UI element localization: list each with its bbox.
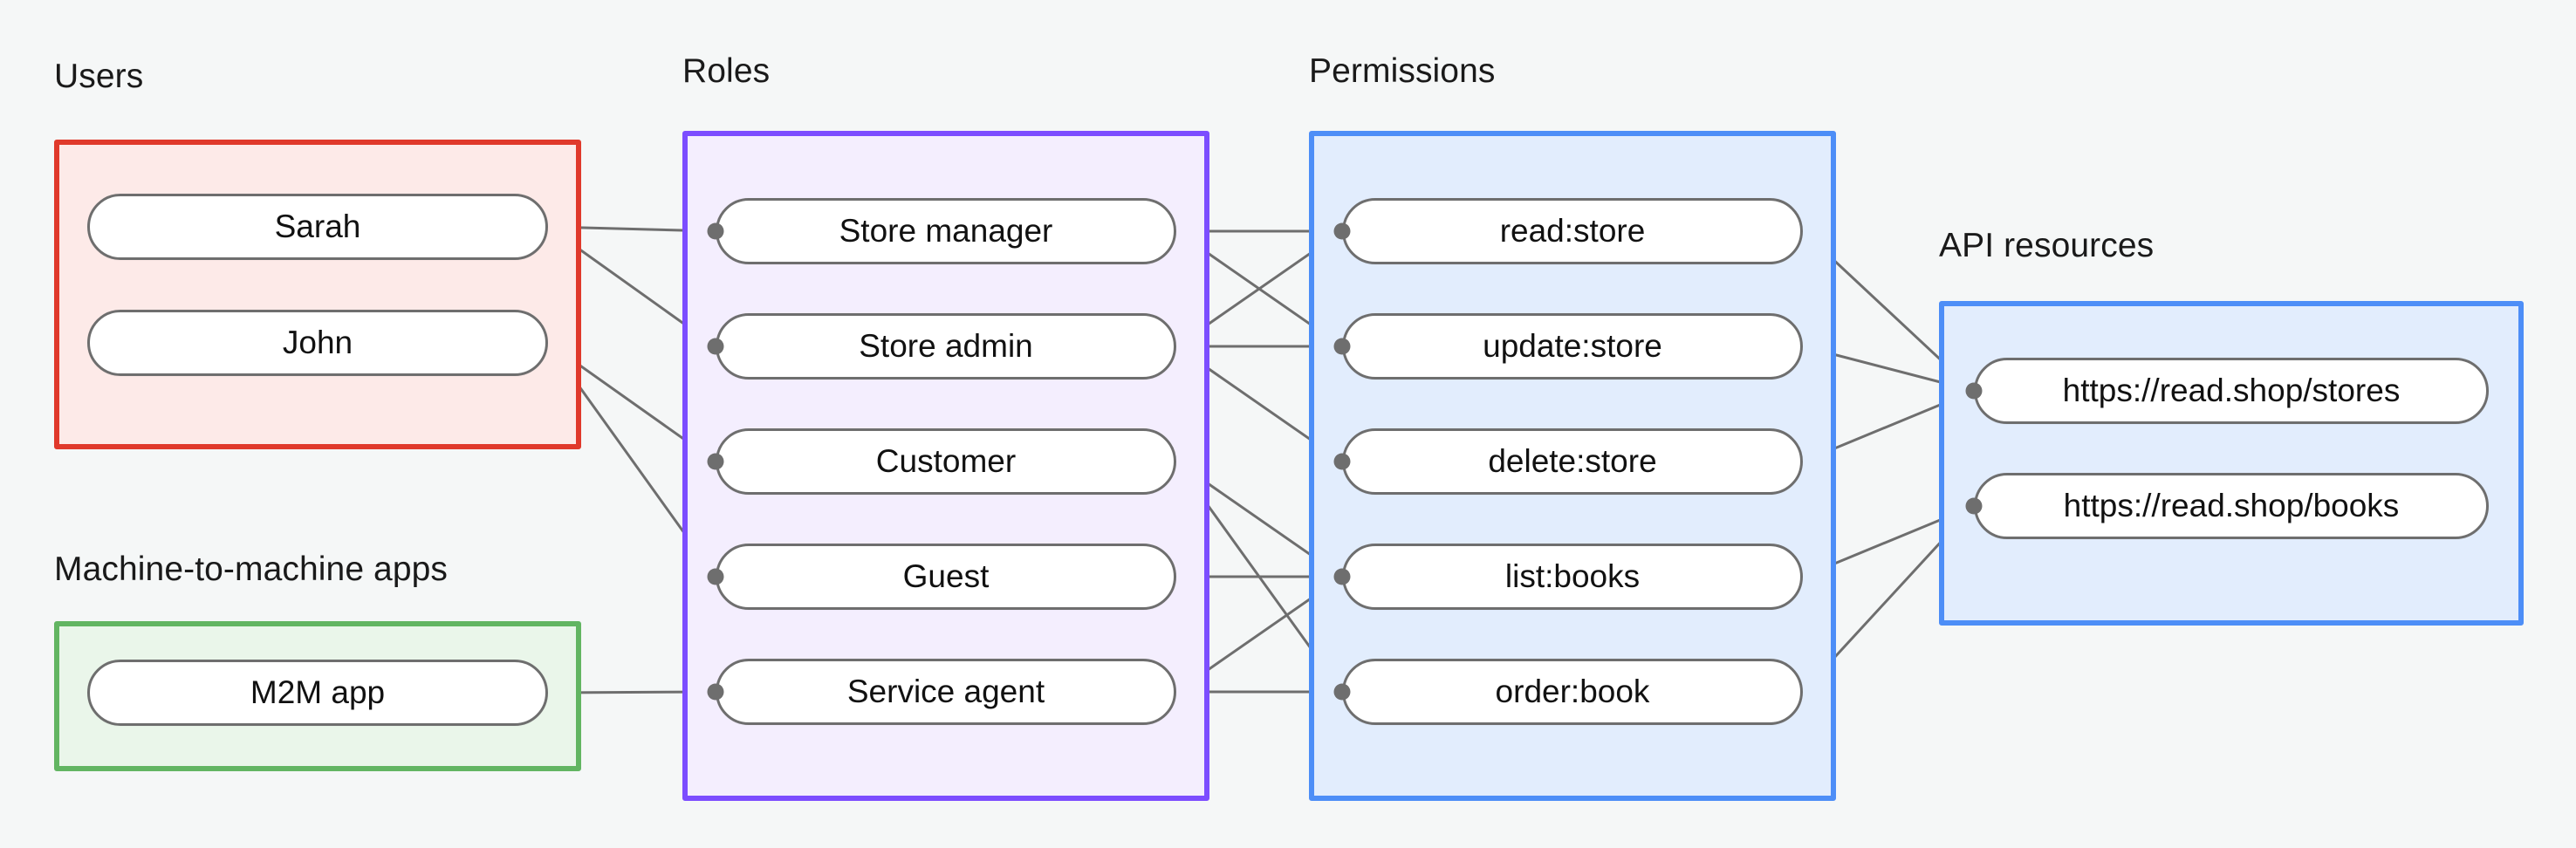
edge-port-dot: [1965, 497, 1983, 515]
node-role-service-agent[interactable]: Service agent: [716, 659, 1176, 725]
node-role-customer[interactable]: Customer: [716, 428, 1176, 495]
edge-port-dot: [707, 683, 724, 701]
group-container-api-resources: [1939, 301, 2524, 626]
edge-port-dot: [707, 338, 724, 355]
group-container-users: [54, 140, 581, 449]
group-label-machine-to-machine-apps: Machine-to-machine apps: [54, 551, 449, 588]
edge-port-dot: [707, 453, 724, 470]
edge-port-dot: [1333, 453, 1351, 470]
edge-port-dot: [1965, 382, 1983, 400]
edge-port-dot: [1333, 568, 1351, 585]
node-permission-order-book[interactable]: order:book: [1342, 659, 1803, 725]
node-role-guest[interactable]: Guest: [716, 544, 1176, 610]
edge-port-dot: [1333, 683, 1351, 701]
node-role-store-admin[interactable]: Store admin: [716, 313, 1176, 380]
node-user-john[interactable]: John: [87, 310, 548, 376]
node-user-sarah[interactable]: Sarah: [87, 194, 548, 260]
node-permission-delete-store[interactable]: delete:store: [1342, 428, 1803, 495]
group-label-users: Users: [54, 58, 144, 95]
group-label-roles: Roles: [682, 52, 771, 90]
node-role-store-manager[interactable]: Store manager: [716, 198, 1176, 264]
node-api-resource-stores[interactable]: https://read.shop/stores: [1974, 358, 2489, 424]
node-api-resource-books[interactable]: https://read.shop/books: [1974, 473, 2489, 539]
node-permission-update-store[interactable]: update:store: [1342, 313, 1803, 380]
node-permission-read-store[interactable]: read:store: [1342, 198, 1803, 264]
group-label-api-resources: API resources: [1939, 227, 2155, 264]
edge-port-dot: [707, 568, 724, 585]
edge-port-dot: [1333, 222, 1351, 240]
node-m2m-app[interactable]: M2M app: [87, 660, 548, 726]
node-permission-list-books[interactable]: list:books: [1342, 544, 1803, 610]
edge-port-dot: [707, 222, 724, 240]
group-label-permissions: Permissions: [1309, 52, 1496, 90]
edge-port-dot: [1333, 338, 1351, 355]
